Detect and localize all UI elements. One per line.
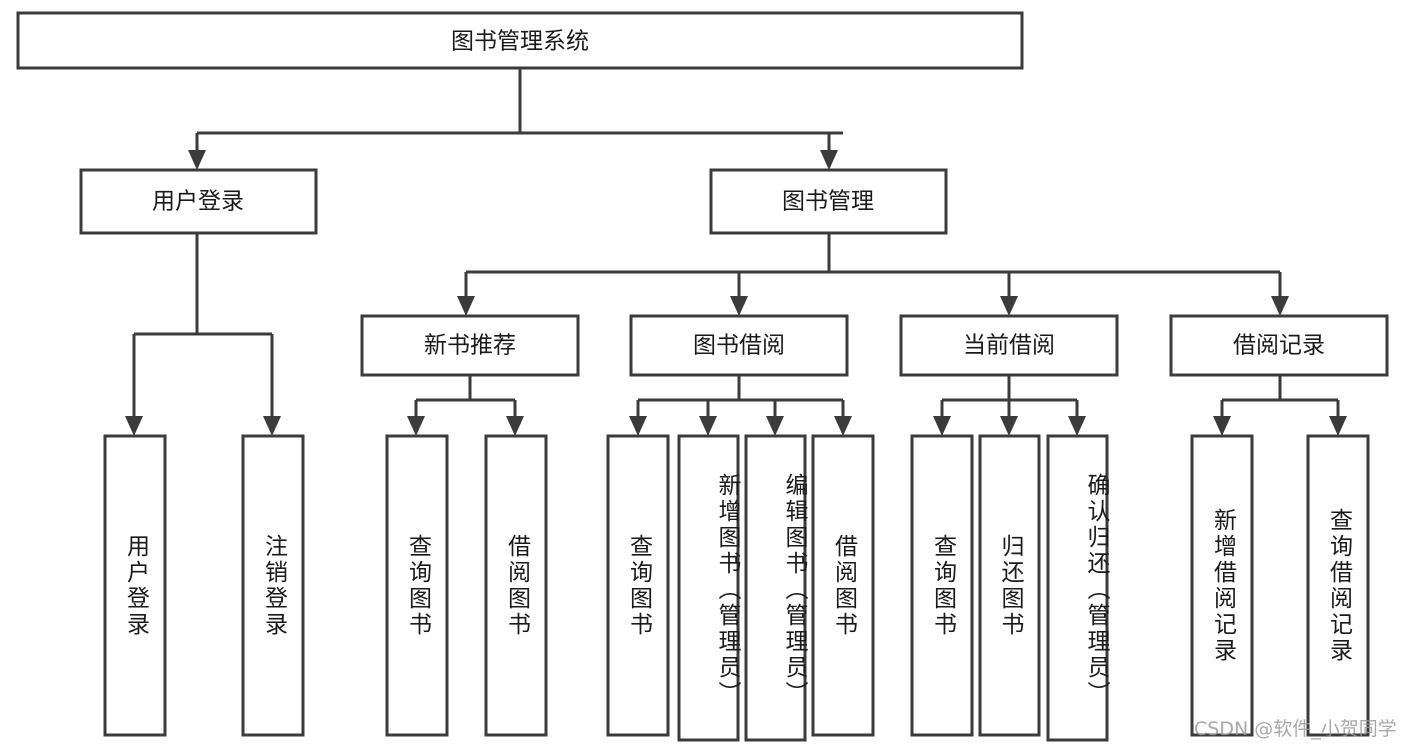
- node-user-login[interactable]: 用户登录: [79, 168, 318, 235]
- node-new-book-recommend-label: 新书推荐: [424, 333, 516, 359]
- connector-userlogin-to-leaves: [125, 233, 281, 436]
- leaf-boxes-user-login: [103, 434, 305, 737]
- leaf-box[interactable]: [811, 434, 875, 737]
- leaf-box[interactable]: [241, 434, 305, 737]
- leaf-box[interactable]: [484, 434, 548, 737]
- node-new-book-recommend[interactable]: 新书推荐: [360, 314, 580, 377]
- leaf-box[interactable]: [1306, 434, 1370, 737]
- node-current-borrow[interactable]: 当前借阅: [899, 314, 1119, 377]
- connector-root-to-level2: [188, 68, 843, 170]
- leaf-box[interactable]: [744, 434, 807, 742]
- node-book-borrow[interactable]: 图书借阅: [629, 314, 849, 377]
- node-borrow-record[interactable]: 借阅记录: [1169, 314, 1389, 377]
- connector-recommend-to-leaves: [407, 375, 524, 436]
- leaf-box[interactable]: [910, 434, 974, 737]
- leaf-box[interactable]: [978, 434, 1041, 737]
- connector-record-to-leaves: [1213, 375, 1347, 436]
- leaf-box[interactable]: [1190, 434, 1254, 737]
- connector-bookmgmt-to-level3: [457, 233, 1289, 316]
- leaf-boxes-new-book-recommend: [385, 434, 548, 737]
- csdn-watermark: CSDN @软件_小贺同学: [1194, 718, 1397, 740]
- leaf-boxes-book-borrow: [606, 434, 875, 742]
- node-borrow-record-label: 借阅记录: [1233, 333, 1325, 359]
- node-root-system[interactable]: 图书管理系统: [16, 11, 1024, 70]
- leaf-box[interactable]: [606, 434, 670, 737]
- node-book-management-label: 图书管理: [782, 189, 874, 215]
- leaf-box[interactable]: [1046, 434, 1109, 742]
- node-book-borrow-label: 图书借阅: [693, 333, 785, 359]
- leaf-box[interactable]: [103, 434, 167, 737]
- node-current-borrow-label: 当前借阅: [963, 333, 1055, 359]
- leaf-boxes-borrow-record: [1190, 434, 1370, 737]
- leaf-box[interactable]: [677, 434, 740, 742]
- connector-borrow-to-leaves: [629, 375, 852, 436]
- connector-current-to-leaves: [933, 375, 1086, 436]
- node-user-login-label: 用户登录: [152, 189, 244, 215]
- node-root-label: 图书管理系统: [451, 29, 589, 55]
- node-book-management[interactable]: 图书管理: [709, 168, 948, 235]
- leaf-box[interactable]: [385, 434, 449, 737]
- leaf-boxes-current-borrow: [910, 434, 1109, 742]
